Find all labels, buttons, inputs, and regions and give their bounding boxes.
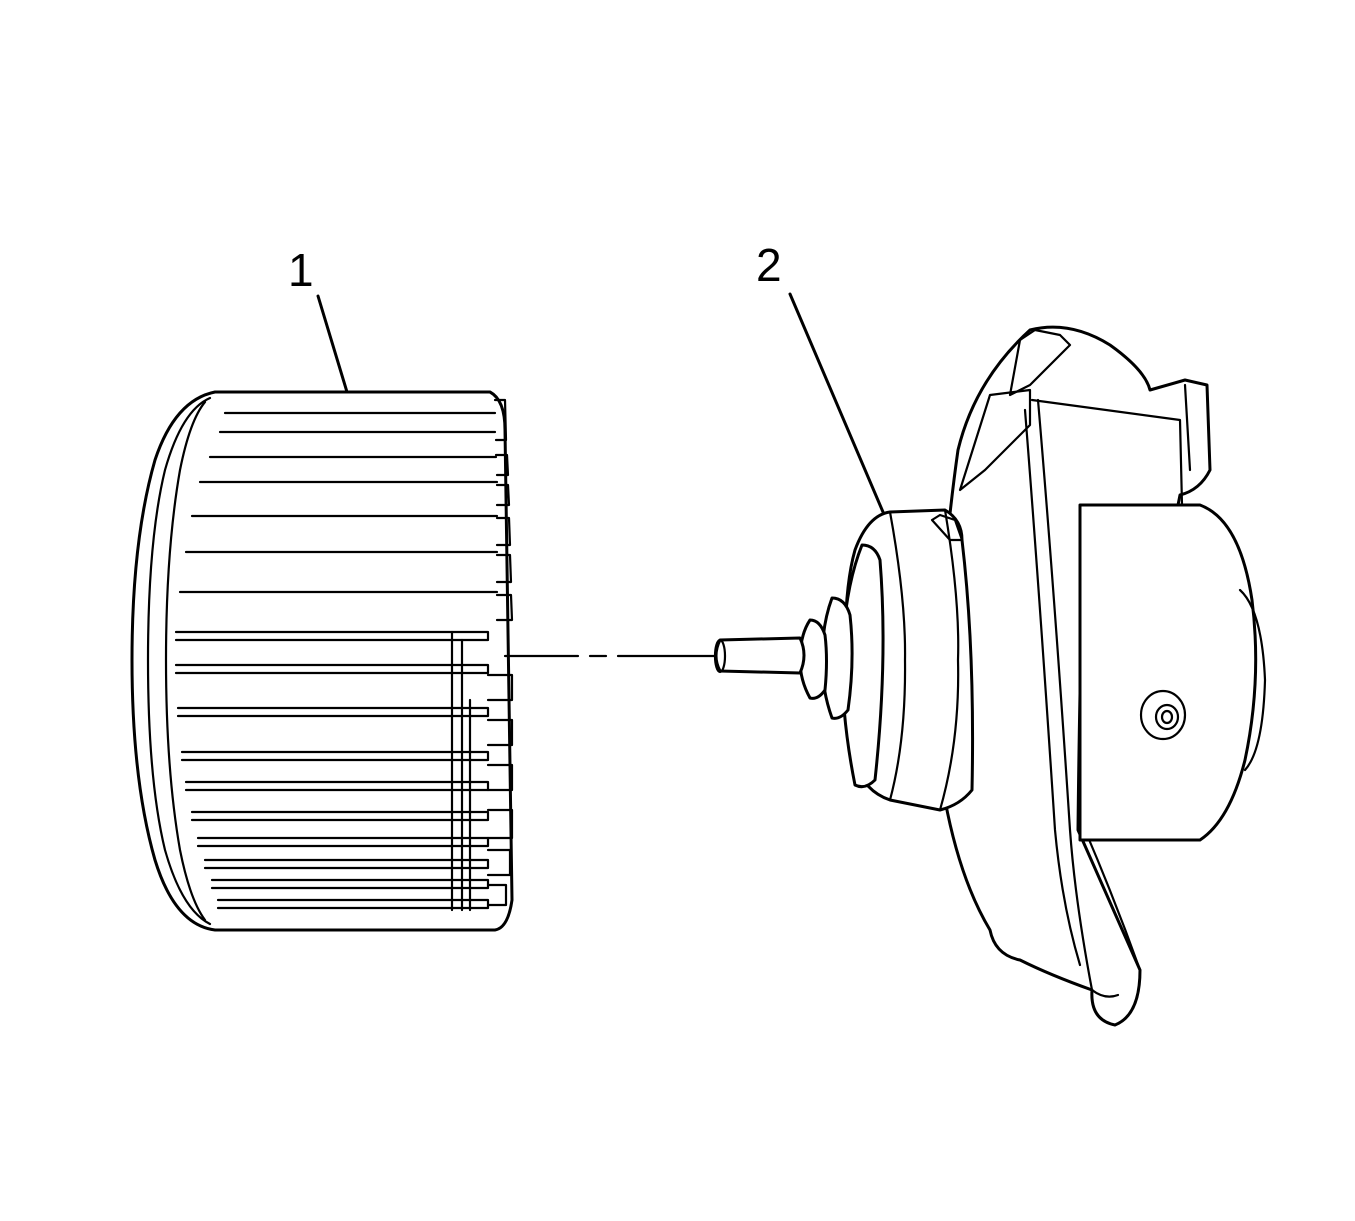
blower-wheel-body [130, 390, 514, 932]
blower-wheel-rim [146, 396, 212, 926]
blower-wheel [130, 390, 514, 932]
blower-wheel-blades [174, 411, 499, 910]
callout-label-1: 1 [288, 244, 314, 296]
blower-motor-shaft [714, 636, 806, 675]
callout-label-2: 2 [756, 239, 782, 291]
blower-wheel-blade-ends [486, 398, 514, 907]
blower-motor-terminal-stud [1139, 689, 1187, 741]
leader-line-2 [788, 292, 885, 514]
blower-wheel-hub-ribs [450, 630, 472, 912]
blower-motor-flange-rim [1036, 398, 1094, 992]
blower-motor-shaft-end [713, 638, 727, 674]
blower-motor-housing [1078, 503, 1258, 842]
blower-wheel-rim-inner [164, 400, 207, 922]
blower-motor-end-cap [1238, 588, 1267, 772]
blower-motor [713, 325, 1267, 1027]
leader-line-1 [316, 294, 349, 394]
